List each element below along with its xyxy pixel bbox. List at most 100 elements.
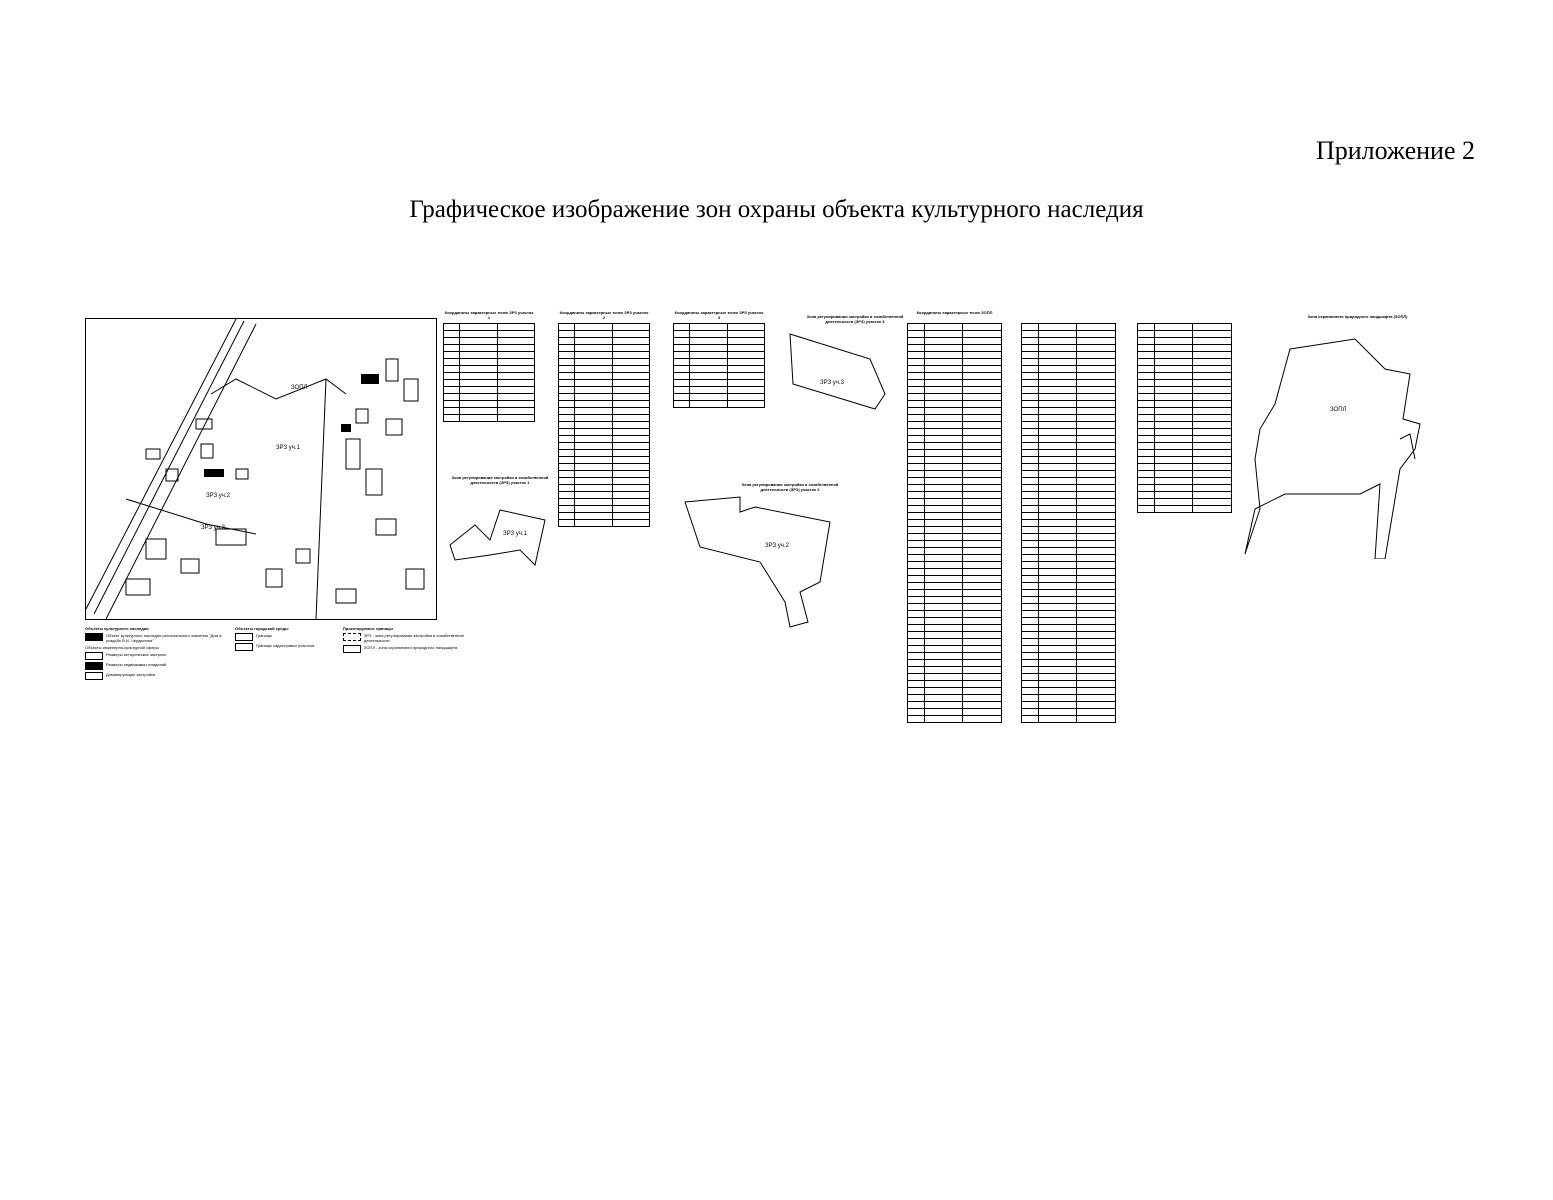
table-row — [442, 393, 536, 401]
table-cell — [611, 484, 651, 492]
table-cell — [1037, 414, 1078, 422]
table-cell — [1153, 421, 1194, 429]
legend-text: Границы — [256, 633, 272, 638]
coordinate-table-block — [1137, 310, 1232, 513]
table-cell — [1076, 393, 1116, 401]
table-cell — [1021, 428, 1039, 436]
table-cell — [962, 554, 1002, 562]
table-cell — [923, 330, 964, 338]
table-cell — [1021, 694, 1039, 702]
table-cell — [689, 330, 728, 338]
table-row — [907, 505, 1002, 513]
table-cell — [1153, 330, 1194, 338]
table-cell — [611, 407, 651, 415]
table-row — [1021, 491, 1116, 499]
table-cell — [1021, 477, 1039, 485]
table-cell — [557, 337, 576, 345]
table-cell — [1037, 477, 1078, 485]
table-cell — [962, 498, 1002, 506]
table-cell — [923, 533, 964, 541]
table-cell — [907, 596, 925, 604]
table-cell — [1076, 365, 1116, 373]
table-row — [1137, 470, 1232, 478]
table-cell — [1153, 372, 1194, 380]
legend-swatch — [343, 645, 361, 653]
table-cell — [1076, 498, 1116, 506]
zrz1-outline-block: Зона регулирования застройки и хозяйстве… — [445, 475, 555, 575]
legend-text: Размеры исторических застроек — [106, 652, 167, 657]
table-cell — [907, 701, 925, 709]
table-row — [907, 666, 1002, 674]
table-row — [1021, 449, 1116, 457]
table-cell — [923, 603, 964, 611]
table-cell — [1037, 624, 1078, 632]
table-cell — [1192, 365, 1232, 373]
table-cell — [574, 393, 613, 401]
table-cell — [574, 421, 613, 429]
table-row — [907, 337, 1002, 345]
table-cell — [1192, 379, 1232, 387]
table-cell — [557, 505, 576, 513]
table-cell — [907, 449, 925, 457]
table-row — [907, 701, 1002, 709]
table-cell — [689, 344, 728, 352]
table-row — [557, 505, 651, 513]
table-row — [907, 379, 1002, 387]
table-cell — [1021, 484, 1039, 492]
table-cell — [496, 393, 536, 401]
table-cell — [1076, 645, 1116, 653]
table-cell — [459, 323, 498, 331]
table-cell — [1076, 547, 1116, 555]
table-cell — [611, 470, 651, 478]
table-row — [672, 358, 766, 366]
table-cell — [907, 547, 925, 555]
table-cell — [1192, 372, 1232, 380]
table-cell — [496, 386, 536, 394]
table-cell — [557, 512, 576, 520]
table-row — [557, 519, 651, 527]
table-cell — [557, 428, 576, 436]
table-row — [907, 323, 1002, 331]
table-row — [907, 421, 1002, 429]
table-cell — [1037, 708, 1078, 716]
table-row — [1021, 337, 1116, 345]
table-row — [907, 624, 1002, 632]
table-row — [1137, 505, 1232, 513]
table-cell — [1021, 512, 1039, 520]
table-cell — [1192, 491, 1232, 499]
table-cell — [557, 456, 576, 464]
table-row — [1137, 351, 1232, 359]
table-cell — [726, 337, 766, 345]
coordinate-table-block: Координаты характерных точек ЗРЗ участок… — [672, 310, 766, 408]
table-cell — [907, 638, 925, 646]
table-row — [557, 358, 651, 366]
table-cell — [1153, 484, 1194, 492]
table-cell — [1076, 631, 1116, 639]
table-cell — [1076, 477, 1116, 485]
table-cell — [1153, 407, 1194, 415]
table-row — [1021, 624, 1116, 632]
table-row — [1021, 610, 1116, 618]
table-cell — [923, 477, 964, 485]
table-cell — [962, 358, 1002, 366]
table-cell — [496, 379, 536, 387]
table-row — [557, 386, 651, 394]
table-cell — [1076, 554, 1116, 562]
table-cell — [923, 358, 964, 366]
table-cell — [1021, 687, 1039, 695]
table-cell — [672, 344, 691, 352]
table-row — [907, 582, 1002, 590]
table-cell — [907, 463, 925, 471]
table-row — [557, 407, 651, 415]
table-row — [907, 414, 1002, 422]
table-cell — [611, 358, 651, 366]
table-cell — [1153, 463, 1194, 471]
table-cell — [1137, 442, 1155, 450]
table-row — [442, 344, 536, 352]
legend-item: Размеры недвижимых владений — [85, 662, 225, 670]
table-cell — [962, 568, 1002, 576]
table-row — [557, 477, 651, 485]
table-cell — [1037, 365, 1078, 373]
table-row — [1137, 491, 1232, 499]
table-cell — [923, 708, 964, 716]
